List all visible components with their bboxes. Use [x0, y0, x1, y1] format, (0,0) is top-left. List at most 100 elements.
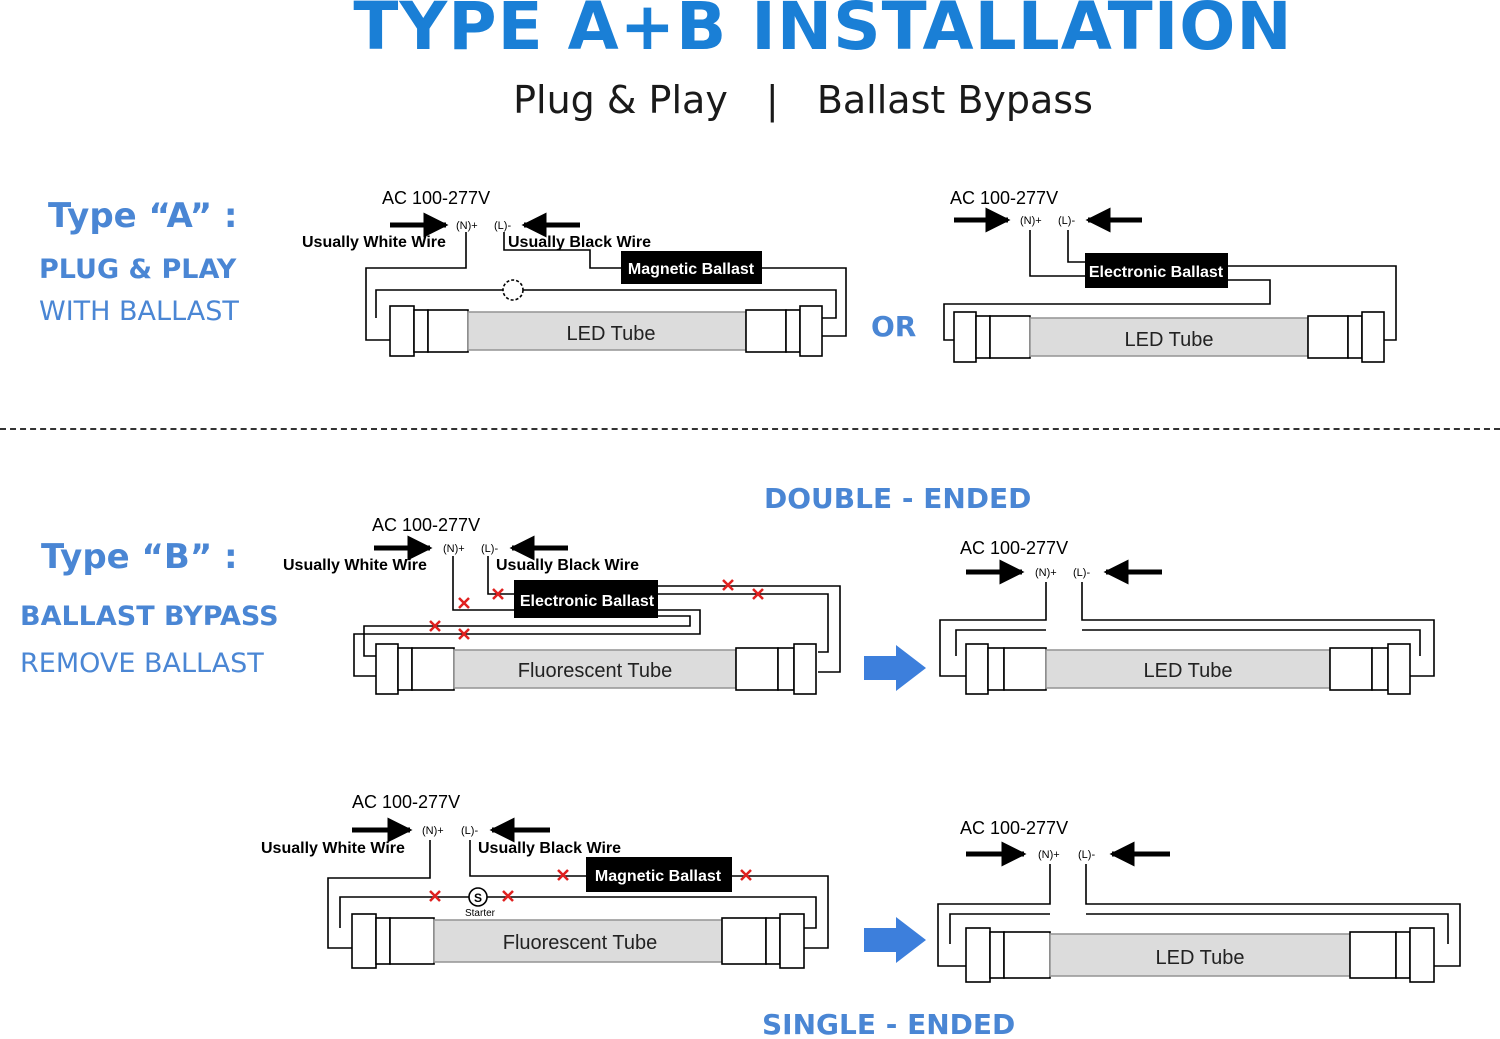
tube-collar-right [1329, 647, 1373, 691]
type-a-with-ballast: WITH BALLAST [39, 296, 239, 327]
cut-mark-x [502, 890, 514, 902]
tube-pin-left [989, 931, 1005, 979]
tube-label: Fluorescent Tube [518, 660, 673, 682]
wire [762, 267, 847, 337]
neutral-label: (N)+ [456, 220, 478, 232]
wire [732, 875, 829, 949]
cut-marks [429, 869, 752, 902]
type-b-heading: Type “B” : [41, 537, 238, 577]
diagram-type-a-electronic: AC 100-277V (N)+ (L)- Electronic Ballast… [943, 188, 1397, 363]
tube-pin-right [1371, 647, 1389, 691]
double-ended-label: DOUBLE - ENDED [764, 482, 1032, 515]
cut-mark-x [557, 869, 569, 881]
wire [487, 556, 514, 595]
tube-pin-left [397, 647, 413, 691]
wire [658, 585, 841, 673]
ballast-label: Magnetic Ballast [628, 261, 755, 278]
diagram-type-b-single-after: AC 100-277V (N)+ (L)- LED Tube [937, 818, 1461, 983]
tube-pin-left [413, 309, 429, 353]
neutral-label: (N)+ [1020, 215, 1042, 227]
starter-label: Starter [465, 908, 496, 919]
subtitle-plug-play: Plug & Play [513, 78, 728, 122]
cut-mark-x [740, 869, 752, 881]
tube-pin-right [777, 647, 795, 691]
single-ended-label: SINGLE - ENDED [762, 1008, 1016, 1039]
diagram-type-b-double-before: AC 100-277V (N)+ (L)- Usually White Wire… [283, 515, 841, 695]
tube-collar-left [989, 315, 1031, 359]
tube-collar-left [389, 917, 435, 965]
tube-end-cap-right [793, 643, 817, 695]
wire [375, 289, 837, 319]
line-label: (L)- [494, 220, 511, 232]
line-label: (L)- [461, 825, 478, 837]
ballast-label: Magnetic Ballast [595, 868, 722, 885]
tube-pin-left [375, 917, 391, 965]
white-wire-label: Usually White Wire [302, 234, 446, 251]
tube-pin-right [1395, 931, 1411, 979]
neutral-label: (N)+ [443, 543, 465, 555]
subtitle-ballast-bypass: Ballast Bypass [816, 78, 1093, 122]
line-label: (L)- [1073, 567, 1090, 579]
tube-body [1045, 649, 1331, 689]
tube-pin-right [1347, 315, 1363, 359]
wire [1228, 265, 1397, 341]
wire [1067, 230, 1085, 263]
wire [1082, 629, 1421, 656]
wire [1029, 230, 1085, 277]
type-b-ballast-bypass: BALLAST BYPASS [20, 601, 279, 632]
cut-mark-x [492, 588, 504, 600]
cut-marks [429, 579, 764, 640]
subtitle-separator: | [765, 78, 779, 122]
wire [503, 232, 621, 269]
white-wire-label: Usually White Wire [283, 557, 427, 574]
wire [363, 615, 691, 657]
ballast-box [621, 251, 762, 284]
tube-body [453, 649, 737, 689]
conversion-arrow-icon [864, 917, 926, 963]
cut-mark-x [429, 620, 441, 632]
type-a-plug-play: PLUG & PLAY [39, 254, 237, 285]
tube-collar-left [427, 309, 469, 353]
cut-mark-x [458, 597, 470, 609]
diagram-type-a-magnetic: AC 100-277V (N)+ (L)- Usually White Wire… [302, 188, 847, 357]
tube-pin-right [765, 917, 781, 965]
tube-pin-left [987, 647, 1005, 691]
black-wire-label: Usually Black Wire [478, 840, 621, 857]
tube-collar-right [1307, 315, 1349, 359]
tube-pin-left [975, 315, 991, 359]
wire [353, 609, 701, 677]
black-wire-label: Usually Black Wire [496, 557, 639, 574]
wire [937, 864, 1051, 967]
cut-mark-x [722, 579, 734, 591]
tube-end-cap-right [1361, 311, 1385, 363]
tube-body [1049, 933, 1351, 977]
voltage-label: AC 100-277V [960, 818, 1068, 838]
wire [1081, 582, 1435, 677]
ballast-label: Electronic Ballast [520, 593, 655, 610]
tube-end-cap-right [799, 305, 823, 357]
tube-label: LED Tube [1156, 947, 1245, 969]
tube-body [1029, 317, 1309, 357]
starter-icon [468, 887, 488, 907]
tube-collar-left [1003, 647, 1047, 691]
wire [1085, 864, 1461, 967]
black-wire-label: Usually Black Wire [508, 234, 651, 251]
voltage-label: AC 100-277V [950, 188, 1058, 208]
voltage-label: AC 100-277V [372, 515, 480, 535]
ballast-label: Electronic Ballast [1089, 264, 1224, 281]
cut-mark-x [429, 890, 441, 902]
tube-collar-right [745, 309, 787, 353]
ballast-box [586, 857, 732, 892]
wire [452, 556, 514, 611]
ballast-box [1085, 253, 1228, 288]
line-label: (L)- [1058, 215, 1075, 227]
tube-collar-right [1349, 931, 1397, 979]
wire [339, 896, 817, 929]
ballast-box [514, 580, 658, 618]
wire [365, 232, 467, 341]
type-b-remove-ballast: REMOVE BALLAST [20, 648, 264, 679]
tube-end-cap-right [1387, 643, 1411, 695]
cut-mark-x [458, 628, 470, 640]
line-label: (L)- [1078, 849, 1095, 861]
